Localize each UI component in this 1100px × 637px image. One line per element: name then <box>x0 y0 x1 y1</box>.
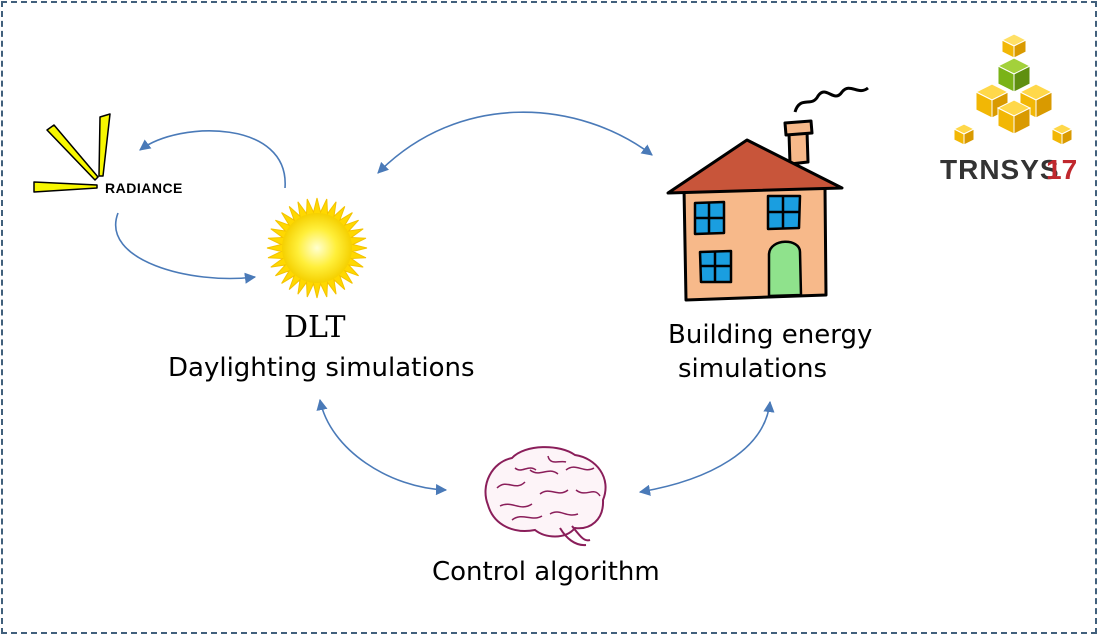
brain-icon <box>484 446 607 547</box>
control-algorithm-label: Control algorithm <box>432 557 660 587</box>
arrow-radiance-to-dlt <box>115 212 257 284</box>
arrows <box>115 111 775 496</box>
building-simulations-label: simulations <box>678 354 828 384</box>
radiance-logo <box>33 113 111 193</box>
arrow-dlt-building <box>377 111 653 174</box>
trnsys-cubes-logo <box>952 33 1074 146</box>
trnsys-logo-text: TRNSYS <box>940 154 1060 185</box>
sun-icon <box>266 197 368 299</box>
arrow-dlt-control <box>316 398 448 496</box>
house-icon <box>666 86 869 302</box>
building-energy-label: Building energy <box>668 320 873 350</box>
arrow-dlt-to-radiance <box>139 130 286 189</box>
arrow-building-control <box>638 400 775 496</box>
radiance-logo-text: RADIANCE <box>105 180 183 196</box>
dlt-label: DLT <box>284 310 346 345</box>
trnsys-version-text: 17 <box>1046 154 1078 185</box>
daylighting-simulations-label: Daylighting simulations <box>168 353 475 383</box>
